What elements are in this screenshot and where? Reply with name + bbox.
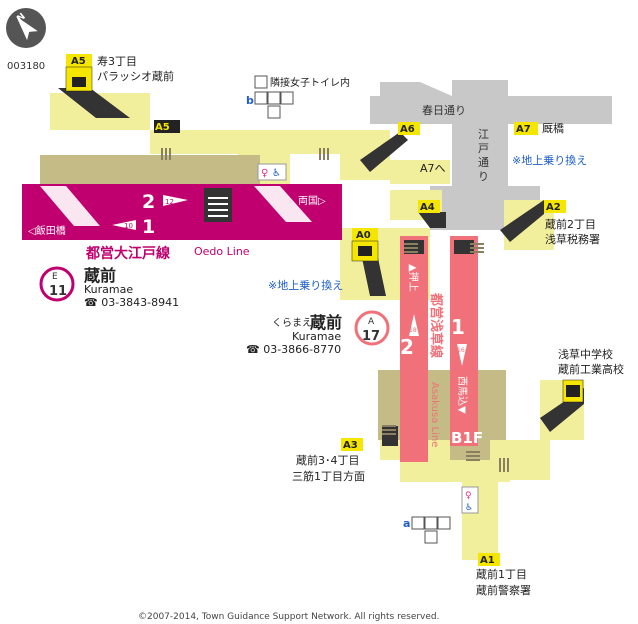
oedo-direction-2: 両国▷	[298, 195, 326, 207]
passage-a5	[58, 88, 130, 118]
asakusa-phone: ☎ 03-3866-8770	[246, 343, 341, 356]
exit-a5-dest1: 寿3丁目	[97, 54, 137, 68]
street-kasuga-label: 春日通り	[422, 104, 466, 117]
restroom-icon-north: ♀ ♿	[257, 163, 287, 181]
svg-text:11: 11	[49, 284, 67, 299]
passage-a6	[360, 132, 408, 172]
asakusa-line-label: 都営浅草線	[428, 292, 444, 359]
exit-a3-dest1: 蔵前3･4丁目	[296, 453, 360, 467]
oedo-station-roman: Kuramae	[84, 283, 133, 296]
transfer-note-west: ※地上乗り換え	[268, 279, 343, 292]
asakusa-direction-1: 西馬込▼	[456, 376, 468, 414]
svg-text:16: 16	[457, 347, 465, 354]
asakusa-flag-1-icon: 16	[457, 344, 467, 366]
exit-school-dest2: 蔵前工業高校	[558, 362, 624, 376]
facility-b-marker: b	[246, 94, 254, 107]
oedo-upper-level	[40, 155, 260, 185]
svg-text:戸: 戸	[478, 142, 489, 155]
asakusa-upper-level	[378, 370, 506, 440]
transfer-note-east: ※地上乗り換え	[512, 154, 587, 167]
oedo-line-label: 都営大江戸線	[85, 245, 170, 262]
asakusa-platform-1	[450, 236, 478, 446]
oedo-platform-1-number: 1	[142, 216, 155, 238]
svg-text:18: 18	[409, 327, 417, 334]
compass-icon: N	[6, 8, 46, 48]
facility-b-icons	[254, 75, 294, 119]
exit-a3-marker: A3	[341, 438, 363, 451]
svg-text:通: 通	[478, 156, 489, 169]
exit-a7-dest: 厩橋	[542, 121, 564, 135]
exit-a2-dest1: 蔵前2丁目	[545, 217, 596, 231]
exit-a7-marker: A7	[514, 122, 538, 135]
svg-text:A7: A7	[516, 124, 531, 135]
svg-text:♿: ♿	[272, 168, 281, 179]
copyright: ©2007-2014, Town Guidance Support Networ…	[138, 612, 440, 622]
svg-text:A0: A0	[356, 230, 371, 241]
street-edo-label: 江 戸 通 り	[478, 128, 489, 183]
exit-a0-badge: A0	[351, 228, 379, 262]
map-id: 003180	[7, 61, 45, 72]
oedo-station-badge: E 11	[39, 266, 75, 302]
oedo-line-roman: Oedo Line	[194, 245, 250, 258]
exit-a6-badge: A5	[154, 120, 180, 133]
passage-a0	[362, 258, 386, 296]
exit-a3-dest2: 三筋1丁目方面	[292, 469, 365, 483]
asakusa-platform-2	[400, 236, 428, 462]
facility-a-marker: a	[403, 517, 410, 530]
exit-a2-dest2: 浅草税務署	[545, 232, 600, 246]
restroom-icon-south: ♀ ♿	[461, 486, 479, 514]
oedo-flag-2-icon: 12	[163, 195, 188, 206]
svg-text:E: E	[52, 272, 58, 282]
exit-a1-dest1: 蔵前1丁目	[476, 567, 527, 581]
svg-text:A5: A5	[71, 56, 86, 67]
exit-a2-marker: A2	[544, 200, 566, 213]
asakusa-station-name: 蔵前	[310, 313, 342, 332]
svg-text:17: 17	[362, 329, 380, 344]
svg-text:り: り	[478, 170, 489, 183]
svg-text:♿: ♿	[465, 503, 473, 513]
exit-a5-dest2: パラッシオ蔵前	[97, 69, 174, 83]
passage-a2	[500, 200, 544, 242]
svg-text:♀: ♀	[465, 491, 472, 501]
svg-text:A: A	[368, 317, 375, 327]
asakusa-station-kana: くらまえ	[272, 317, 312, 329]
oedo-flag-1-icon: 10	[112, 220, 136, 230]
exit-school-dest1: 浅草中学校	[558, 347, 613, 361]
oedo-platform-2-number: 2	[142, 191, 155, 213]
oedo-direction-1: ◁飯田橋	[28, 224, 66, 237]
svg-text:A3: A3	[343, 440, 358, 451]
svg-text:A4: A4	[420, 202, 435, 213]
asakusa-direction-2: ▲押上	[407, 264, 420, 292]
asakusa-flag-2-icon: 18	[409, 314, 419, 336]
exit-a4-marker: A4	[418, 200, 440, 213]
exit-school-elevator-icon	[562, 379, 584, 403]
facility-b-note: 隣接女子トイレ内	[270, 76, 350, 89]
exit-a1-marker: A1	[478, 553, 500, 566]
svg-text:A5: A5	[155, 122, 170, 133]
svg-text:江: 江	[478, 128, 489, 141]
exit-a5-badge: A5	[65, 54, 93, 92]
facility-a-icons	[411, 516, 451, 544]
oedo-phone: ☎ 03-3843-8941	[84, 296, 179, 309]
svg-text:A1: A1	[480, 555, 495, 566]
exit-a6-marker: A6	[398, 122, 420, 135]
exit-a1-dest2: 蔵前警察署	[476, 583, 531, 597]
asakusa-station-roman: Kuramae	[292, 330, 341, 343]
svg-text:10: 10	[124, 222, 133, 230]
oedo-station-name: 蔵前	[84, 266, 116, 285]
asakusa-line-roman: Asakusa Line	[429, 382, 440, 447]
exit-a7-link: A7へ	[420, 162, 446, 175]
asakusa-platform-1-number: 1	[451, 315, 465, 339]
svg-text:A2: A2	[546, 202, 561, 213]
svg-text:A6: A6	[400, 124, 415, 135]
floor-label: B1F	[451, 429, 483, 447]
stairs-marks	[161, 148, 509, 472]
asakusa-station-badge: A 17	[354, 310, 390, 346]
asakusa-platform-2-number: 2	[400, 335, 414, 359]
svg-text:♀: ♀	[261, 168, 268, 179]
svg-text:12: 12	[165, 198, 174, 206]
